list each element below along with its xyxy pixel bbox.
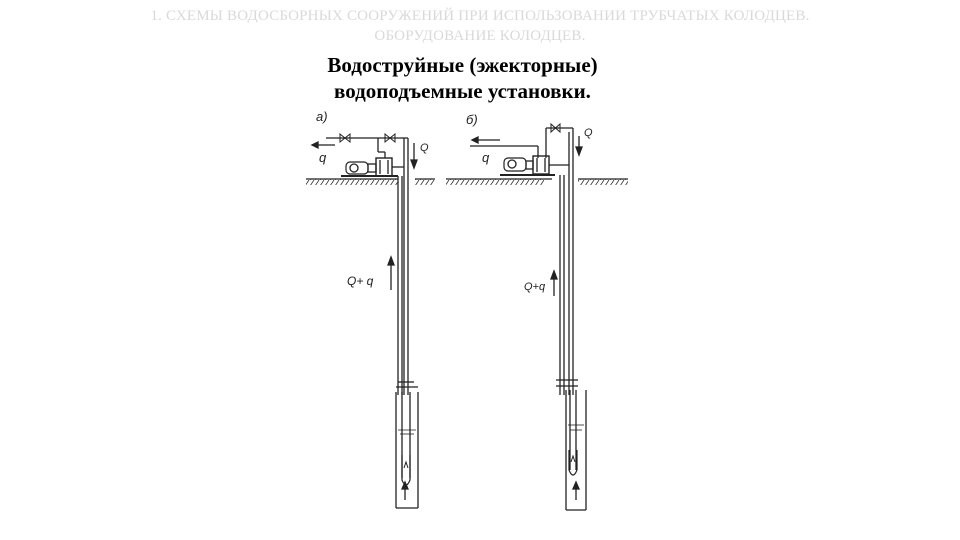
figure-a-q-label: q [319,150,327,165]
figure-a: а) q [306,109,435,509]
title-line-1: Водоструйные (эжекторные) [327,53,598,77]
figure-b-ejector [568,450,578,476]
figure-b-well-casing [556,175,587,511]
figure-a-ground [306,178,435,185]
figure-a-valve-2 [384,132,396,144]
slide-title: Водоструйные (эжекторные) водоподъемные … [0,52,925,104]
figure-a-valve-1 [339,132,351,144]
figure-a-ejector [401,455,411,486]
figure-a-q-arrow: q [310,140,335,165]
figure-a-flow-arrow: Q+ q [347,255,395,290]
figure-b-top-pipe [545,122,574,395]
figure-a-Q-arrow: Q [410,142,429,170]
figure-a-pump-motor [341,157,404,177]
slide-header: 1. СХЕМЫ ВОДОСБОРНЫХ СООРУЖЕНИЙ ПРИ ИСПО… [0,6,960,46]
figure-b: б) q Q [446,112,628,511]
title-line-2: водоподъемные установки. [334,79,591,103]
header-line-2: ОБОРУДОВАНИЕ КОЛОДЦЕВ. [374,28,586,44]
figure-a-flow-label: Q+ q [347,274,374,288]
figure-b-valve [550,122,561,134]
figure-a-Q-label: Q [420,142,429,154]
figure-a-well-casing [395,176,419,509]
figure-b-Q-label: Q [584,127,593,139]
figure-b-q-arrow: q [470,135,539,165]
figure-b-label: б) [466,112,478,127]
figure-b-pump-motor [500,155,569,176]
header-line-1: 1. СХЕМЫ ВОДОСБОРНЫХ СООРУЖЕНИЙ ПРИ ИСПО… [150,8,810,24]
figure-b-ground [446,178,628,185]
figure-b-flow-arrow: Q+q [524,269,558,296]
figure-a-label: а) [316,109,328,124]
figure-b-flow-label: Q+q [524,281,546,293]
figure-b-Q-arrow: Q [575,127,593,157]
figure-a-discharge-pipe [326,132,409,395]
figure-b-q-label: q [482,150,490,165]
